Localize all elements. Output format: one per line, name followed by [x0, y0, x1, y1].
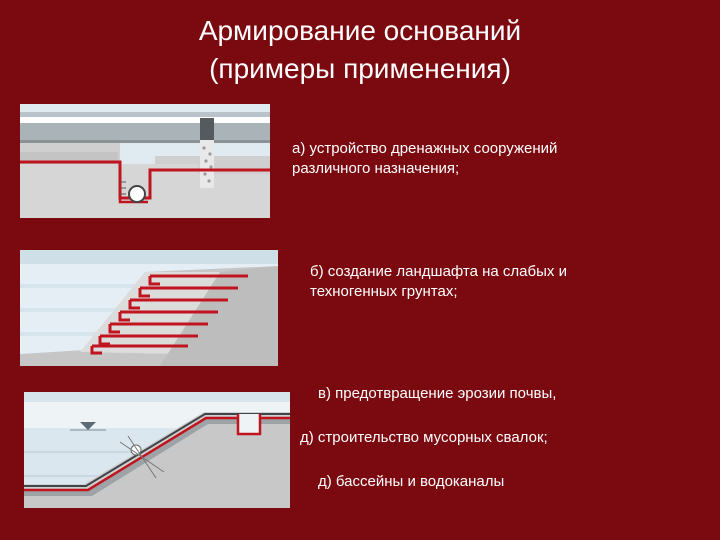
caption-canals: д) бассейны и водоканалы [318, 473, 505, 490]
caption-landfill: д) строительство мусорных свалок; [300, 429, 548, 446]
caption-drainage: а) устройство дренажных сооружений разли… [292, 140, 558, 177]
drainage-illustration [20, 104, 270, 218]
erosion-illustration [24, 392, 290, 508]
landscape-illustration [20, 250, 278, 366]
slide-title: Армирование оснований (примеры применени… [0, 12, 720, 88]
caption-landscape: б) создание ландшафта на слабых и техног… [310, 263, 567, 300]
caption-erosion: в) предотвращение эрозии почвы, [318, 385, 557, 402]
title-line-1: Армирование оснований [198, 15, 522, 46]
title-line-2: (примеры применения) [209, 53, 511, 84]
